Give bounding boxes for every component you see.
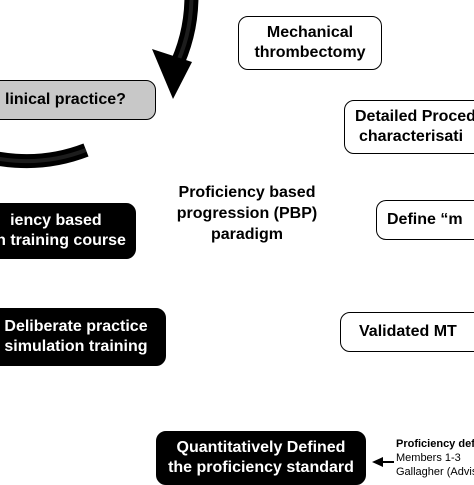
pbp-cycle-diagram xyxy=(0,0,394,467)
cycle-arrowhead-icon xyxy=(152,49,192,99)
step-detailed-line1: Detailed Proced xyxy=(355,108,474,125)
step-course-line1: iency based xyxy=(10,212,102,229)
step-clinical-practice: linical practice? xyxy=(0,80,156,120)
paradigm-title-line1: Proficiency based xyxy=(178,184,316,201)
step-deliberate-practice: Deliberate practice simulation training xyxy=(0,308,166,366)
step-deliberate-line1: Deliberate practice xyxy=(4,318,148,335)
step-mechanical-line1: Mechanical xyxy=(266,24,354,41)
note-arrow-icon xyxy=(372,457,383,467)
step-training-course: iency based n training course xyxy=(0,203,136,259)
proficiency-note-line2: Gallagher (Advis xyxy=(396,466,474,478)
step-quantitative-line1: Quantitatively Defined xyxy=(176,439,346,456)
step-course-line2: n training course xyxy=(0,232,126,249)
step-detailed-procedure: Detailed Proced characterisati xyxy=(344,100,474,154)
step-mechanical-line2: thrombectomy xyxy=(254,44,366,61)
proficiency-note-line1: Members 1-3 xyxy=(396,452,461,464)
step-detailed-line2: characterisati xyxy=(359,128,464,145)
paradigm-title: Proficiency based progression (PBP) para… xyxy=(160,182,334,245)
step-define-metrics: Define “m xyxy=(376,200,474,240)
step-quantitative-standard: Quantitatively Defined the proficiency s… xyxy=(156,431,366,485)
step-validated-line1: Validated MT xyxy=(359,323,457,340)
step-validated-metrics: Validated MT xyxy=(340,312,474,352)
step-mechanical-thrombectomy: Mechanical thrombectomy xyxy=(238,16,382,70)
step-deliberate-line2: simulation training xyxy=(4,338,148,355)
paradigm-title-line3: paradigm xyxy=(210,226,283,243)
step-quantitative-line2: the proficiency standard xyxy=(168,459,354,476)
paradigm-title-line2: progression (PBP) xyxy=(176,205,318,222)
proficiency-note: Proficiency defi Members 1-3 Gallagher (… xyxy=(396,437,474,479)
step-clinical-line1: linical practice? xyxy=(5,91,126,108)
step-define-line1: Define “m xyxy=(387,211,463,228)
proficiency-note-title: Proficiency defi xyxy=(396,438,474,450)
